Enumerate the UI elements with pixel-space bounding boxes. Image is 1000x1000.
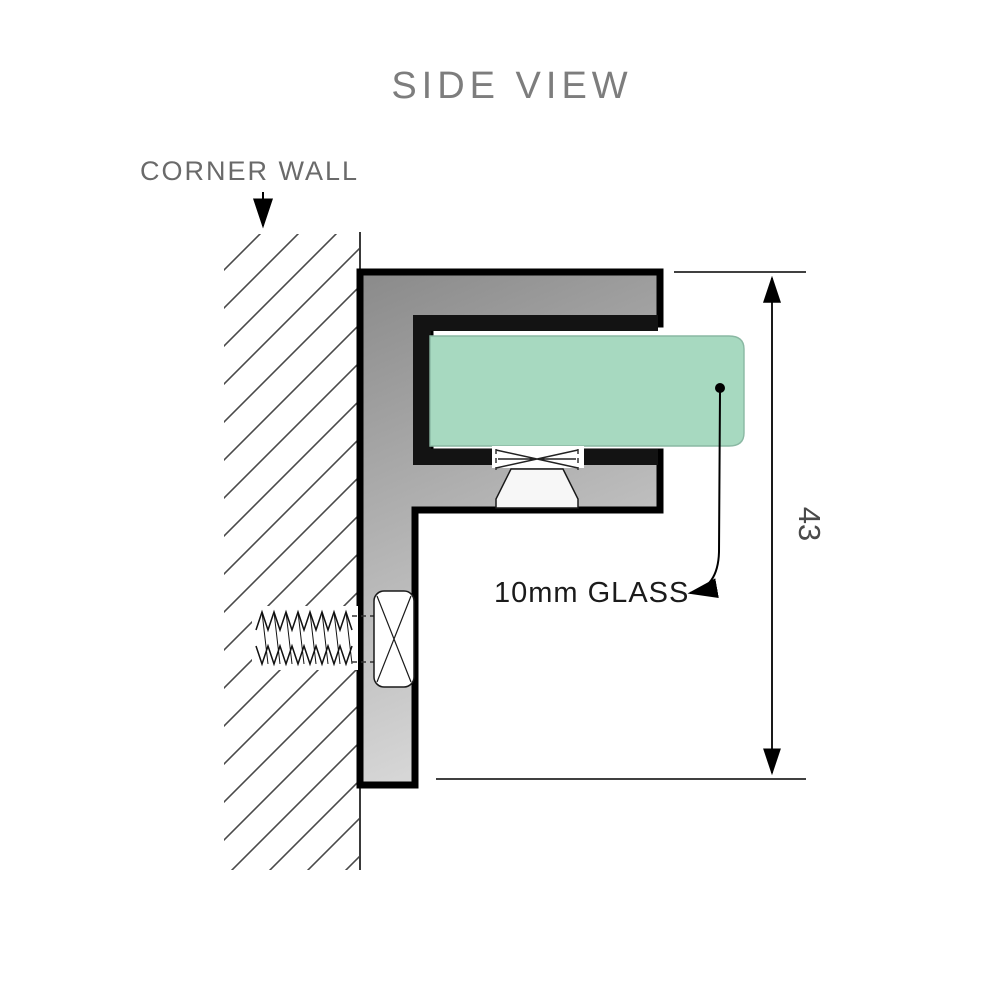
wall-screw-thread-top [255,609,353,633]
dimension-group: 43 [436,271,827,780]
callout-leader-line [687,391,721,598]
glass-channel [413,315,658,465]
grub-screw [492,446,584,509]
wall-screw-cross [376,595,412,683]
grub-screw-body [495,468,579,509]
wall-screw-thread-bottom [255,643,353,667]
wall-screw-hidden-shank [352,615,376,663]
wall-hatching [224,234,360,870]
grub-screw-hidden-lines [495,449,579,470]
wall-screw-thread-helix [261,611,353,665]
glass-callout-leader [687,383,725,598]
grub-screw-spring [495,449,579,469]
dimension-value-label: 43 [792,507,827,541]
wall-screw [252,590,415,688]
callout-dot-icon [715,383,725,393]
glass-callout-label: 10mm GLASS [494,577,689,609]
corner-wall-label: CORNER WALL [140,156,359,186]
page-title: SIDE VIEW [391,65,632,107]
wall-screw-gap [252,606,358,670]
glass-panel [429,335,745,447]
grub-screw-gap [492,446,584,468]
